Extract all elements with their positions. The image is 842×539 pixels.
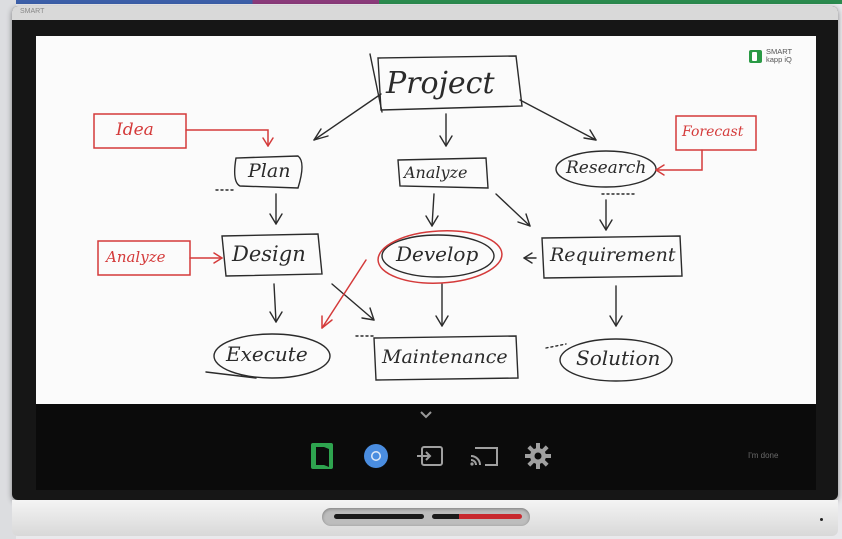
kapp-icon [311, 443, 333, 469]
analyze-box [397, 157, 489, 189]
pen-slot [322, 508, 530, 526]
maintenance-box [373, 335, 519, 381]
mind-map-drawing [93, 53, 757, 382]
solution-ellipse [559, 338, 673, 382]
node-project: Project [386, 66, 495, 101]
chevron-down-icon[interactable] [419, 410, 433, 420]
power-indicator [820, 518, 823, 521]
node-design: Design [232, 242, 306, 266]
idea-box [93, 113, 187, 149]
node-develop: Develop [396, 242, 479, 266]
dock-icon-row [306, 440, 554, 472]
plan-box [233, 155, 303, 189]
develop-ellipse [381, 234, 495, 278]
im-done-button[interactable]: I'm done [748, 451, 779, 460]
launcher-dock: I'm done [36, 404, 816, 490]
kapp-iq-logo: SMART kapp iQ [749, 48, 792, 64]
project-box [377, 55, 523, 111]
node-execute: Execute [226, 342, 308, 366]
kapp-logo-icon [749, 49, 762, 63]
execute-ellipse [213, 333, 331, 379]
black-pen[interactable] [334, 514, 424, 519]
annotation-idea: Idea [116, 120, 154, 140]
kapp-app-button[interactable] [306, 440, 338, 472]
node-solution: Solution [576, 346, 661, 370]
screen-share-button[interactable] [468, 440, 500, 472]
whiteboard-canvas[interactable]: Project Plan Analyze Research Design Dev… [36, 36, 816, 404]
settings-button[interactable] [522, 440, 554, 472]
settings-icon [525, 443, 551, 469]
node-plan: Plan [248, 160, 291, 182]
wall-background [0, 0, 842, 4]
annotation-forecast: Forecast [682, 124, 744, 140]
bezel-top [12, 6, 838, 20]
annotation-analyze: Analyze [106, 248, 166, 266]
design-box [221, 233, 323, 277]
browser-icon [364, 444, 388, 468]
screen-share-icon [470, 447, 498, 466]
bezel-brand: SMART [20, 8, 45, 15]
node-requirement: Requirement [550, 244, 676, 266]
input-icon [417, 446, 443, 466]
node-maintenance: Maintenance [382, 346, 508, 368]
node-analyze: Analyze [404, 163, 468, 182]
browser-app-button[interactable] [360, 440, 392, 472]
forecast-box [675, 115, 757, 151]
red-pen[interactable] [432, 514, 522, 519]
kapp-logo-text: SMART kapp iQ [766, 47, 793, 64]
research-ellipse [555, 150, 657, 188]
requirement-box [541, 235, 683, 279]
node-research: Research [566, 158, 647, 178]
input-source-button[interactable] [414, 440, 446, 472]
